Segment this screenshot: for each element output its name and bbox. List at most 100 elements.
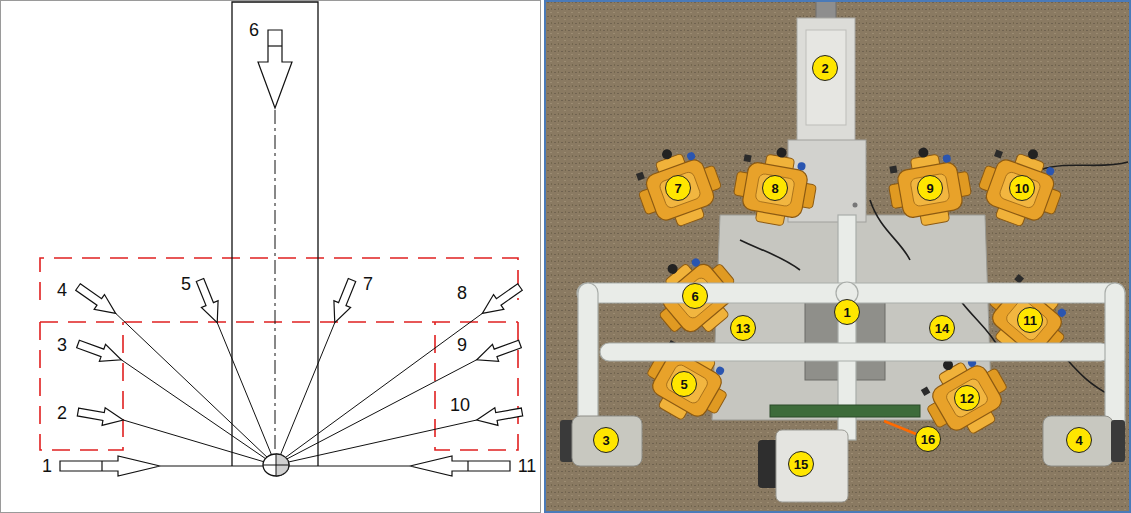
callout-number: 15 [794,458,808,471]
ray-line [217,323,272,456]
target-ball [263,454,289,476]
ray-line [289,466,410,467]
part-number: 7 [363,275,373,293]
zone-outline [40,258,518,450]
nozzle-arrow [192,277,226,326]
frame-tubes [577,215,1125,440]
nozzle-arrows [60,30,525,476]
callout-number: 3 [602,434,609,447]
cylinders [560,416,1125,502]
cylinder [1043,416,1113,466]
main-arrow [258,30,292,108]
photo-frame [545,1,1130,512]
center-line [275,110,276,452]
nozzle-arrow [477,280,525,321]
sensor [730,141,822,231]
circuit-board [770,405,920,417]
callout-circle: 8 [762,175,788,201]
callout-number: 9 [926,182,933,195]
nozzle-arrow [60,456,160,476]
part-number: 6 [249,21,259,39]
tube [578,283,598,433]
callout-number: 4 [1075,434,1082,447]
zone-outline [40,258,518,300]
callout-number: 6 [691,290,698,303]
nozzle-arrow [75,336,124,369]
nozzle-arrow [101,461,102,471]
callout-number: 1 [843,306,850,319]
callout-circle: 13 [730,315,756,341]
callout-circle: 14 [929,315,955,341]
callout-number: 2 [821,62,828,75]
ray-line [160,466,263,467]
nozzle-arrow [73,280,121,321]
ray-line [280,323,335,456]
ray-line [121,360,269,461]
target-ball [263,465,289,466]
callout-number: 7 [674,182,681,195]
part-number: 9 [457,336,467,354]
callout-circle: 10 [1009,175,1035,201]
guide-housing [797,18,855,143]
callout-number: 12 [960,392,974,405]
callout-circle: 6 [682,283,708,309]
nozzle-arrow [76,403,124,429]
ray-line [282,313,482,460]
callout-circle: 9 [917,175,943,201]
nozzle-arrow [326,277,360,326]
callout-number: 13 [736,322,750,335]
callout-circle: 2 [812,55,838,81]
nozzle-arrow [474,336,523,369]
photo-panel [545,0,1131,513]
tube [1105,283,1125,433]
part-number: 11 [518,457,537,475]
schematic-panel [1,1,541,513]
part-number: 1 [42,457,52,475]
callout-number: 10 [1015,182,1029,195]
ball-launcher [776,430,848,502]
nozzle-arrow [475,403,523,429]
callout-number: 14 [935,322,949,335]
ray-line [123,420,268,463]
ray-line [116,313,270,460]
sensor [971,136,1073,236]
channel-outline [232,2,318,466]
callout-circle: 3 [593,427,619,453]
part-number: 10 [450,396,470,414]
ray-line [283,360,477,461]
cylinder-cap [1111,420,1125,462]
callout-circle: 12 [954,385,980,411]
nozzle-arrow [410,456,510,476]
zone-outline [435,322,518,450]
zone-outline [40,321,518,323]
target-ball [263,454,289,476]
callout-number: 5 [680,378,687,391]
leader-line [884,421,916,434]
callout-circle: 5 [671,371,697,397]
part-number: 8 [457,284,467,302]
callout-number: 8 [771,182,778,195]
callout-circle: 4 [1066,427,1092,453]
callout-circle: 15 [788,451,814,477]
part-number: 2 [57,404,67,422]
part-number: 5 [181,275,191,293]
ray-lines [116,313,483,466]
part-number: 4 [57,281,67,299]
callout-circle: 16 [915,426,941,452]
guide-housing [806,30,846,125]
sensor [628,136,730,236]
callout-number: 11 [1023,314,1037,327]
callout-circle: 11 [1017,307,1043,333]
main-arrow [268,45,282,46]
callout-number: 16 [921,433,935,446]
floor [545,0,1131,513]
callout-circle: 1 [834,299,860,325]
cable [740,240,800,270]
cylinder [572,416,642,466]
part-number: 3 [57,336,67,354]
callout-circle: 7 [665,175,691,201]
nozzle-arrow [467,461,468,471]
sensor [883,141,975,231]
